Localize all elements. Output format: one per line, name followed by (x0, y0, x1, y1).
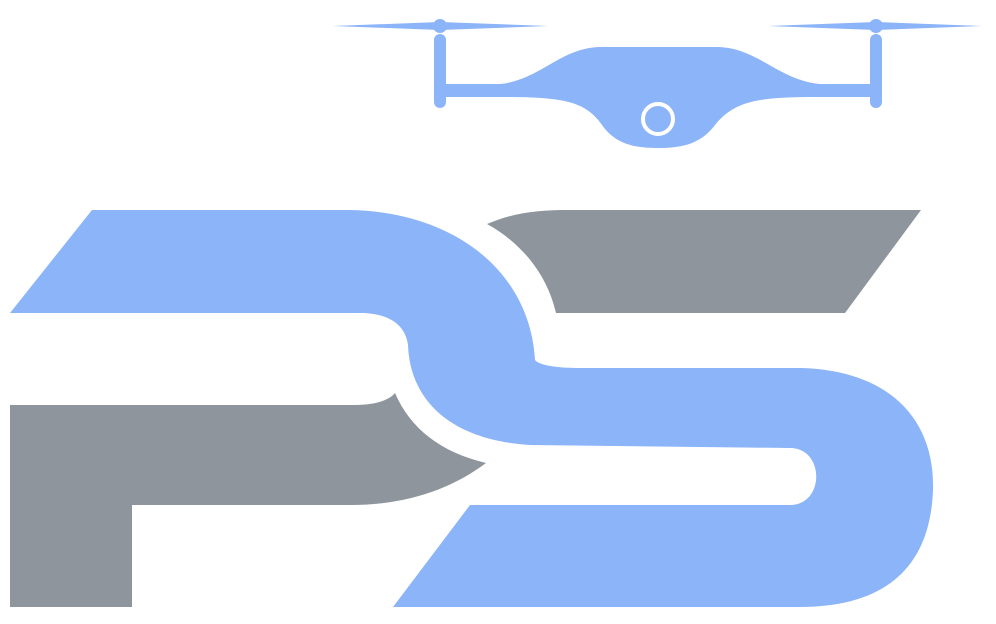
monogram-gray-p-stem (10, 393, 486, 607)
right-rotor-hub (869, 19, 883, 33)
monogram-gray-top (487, 210, 921, 313)
drone-icon (333, 19, 982, 148)
left-rotor-hub (433, 19, 447, 33)
camera-lens-icon (641, 102, 675, 136)
drone-body (500, 47, 820, 148)
monogram-blue-ribbon (10, 210, 934, 607)
